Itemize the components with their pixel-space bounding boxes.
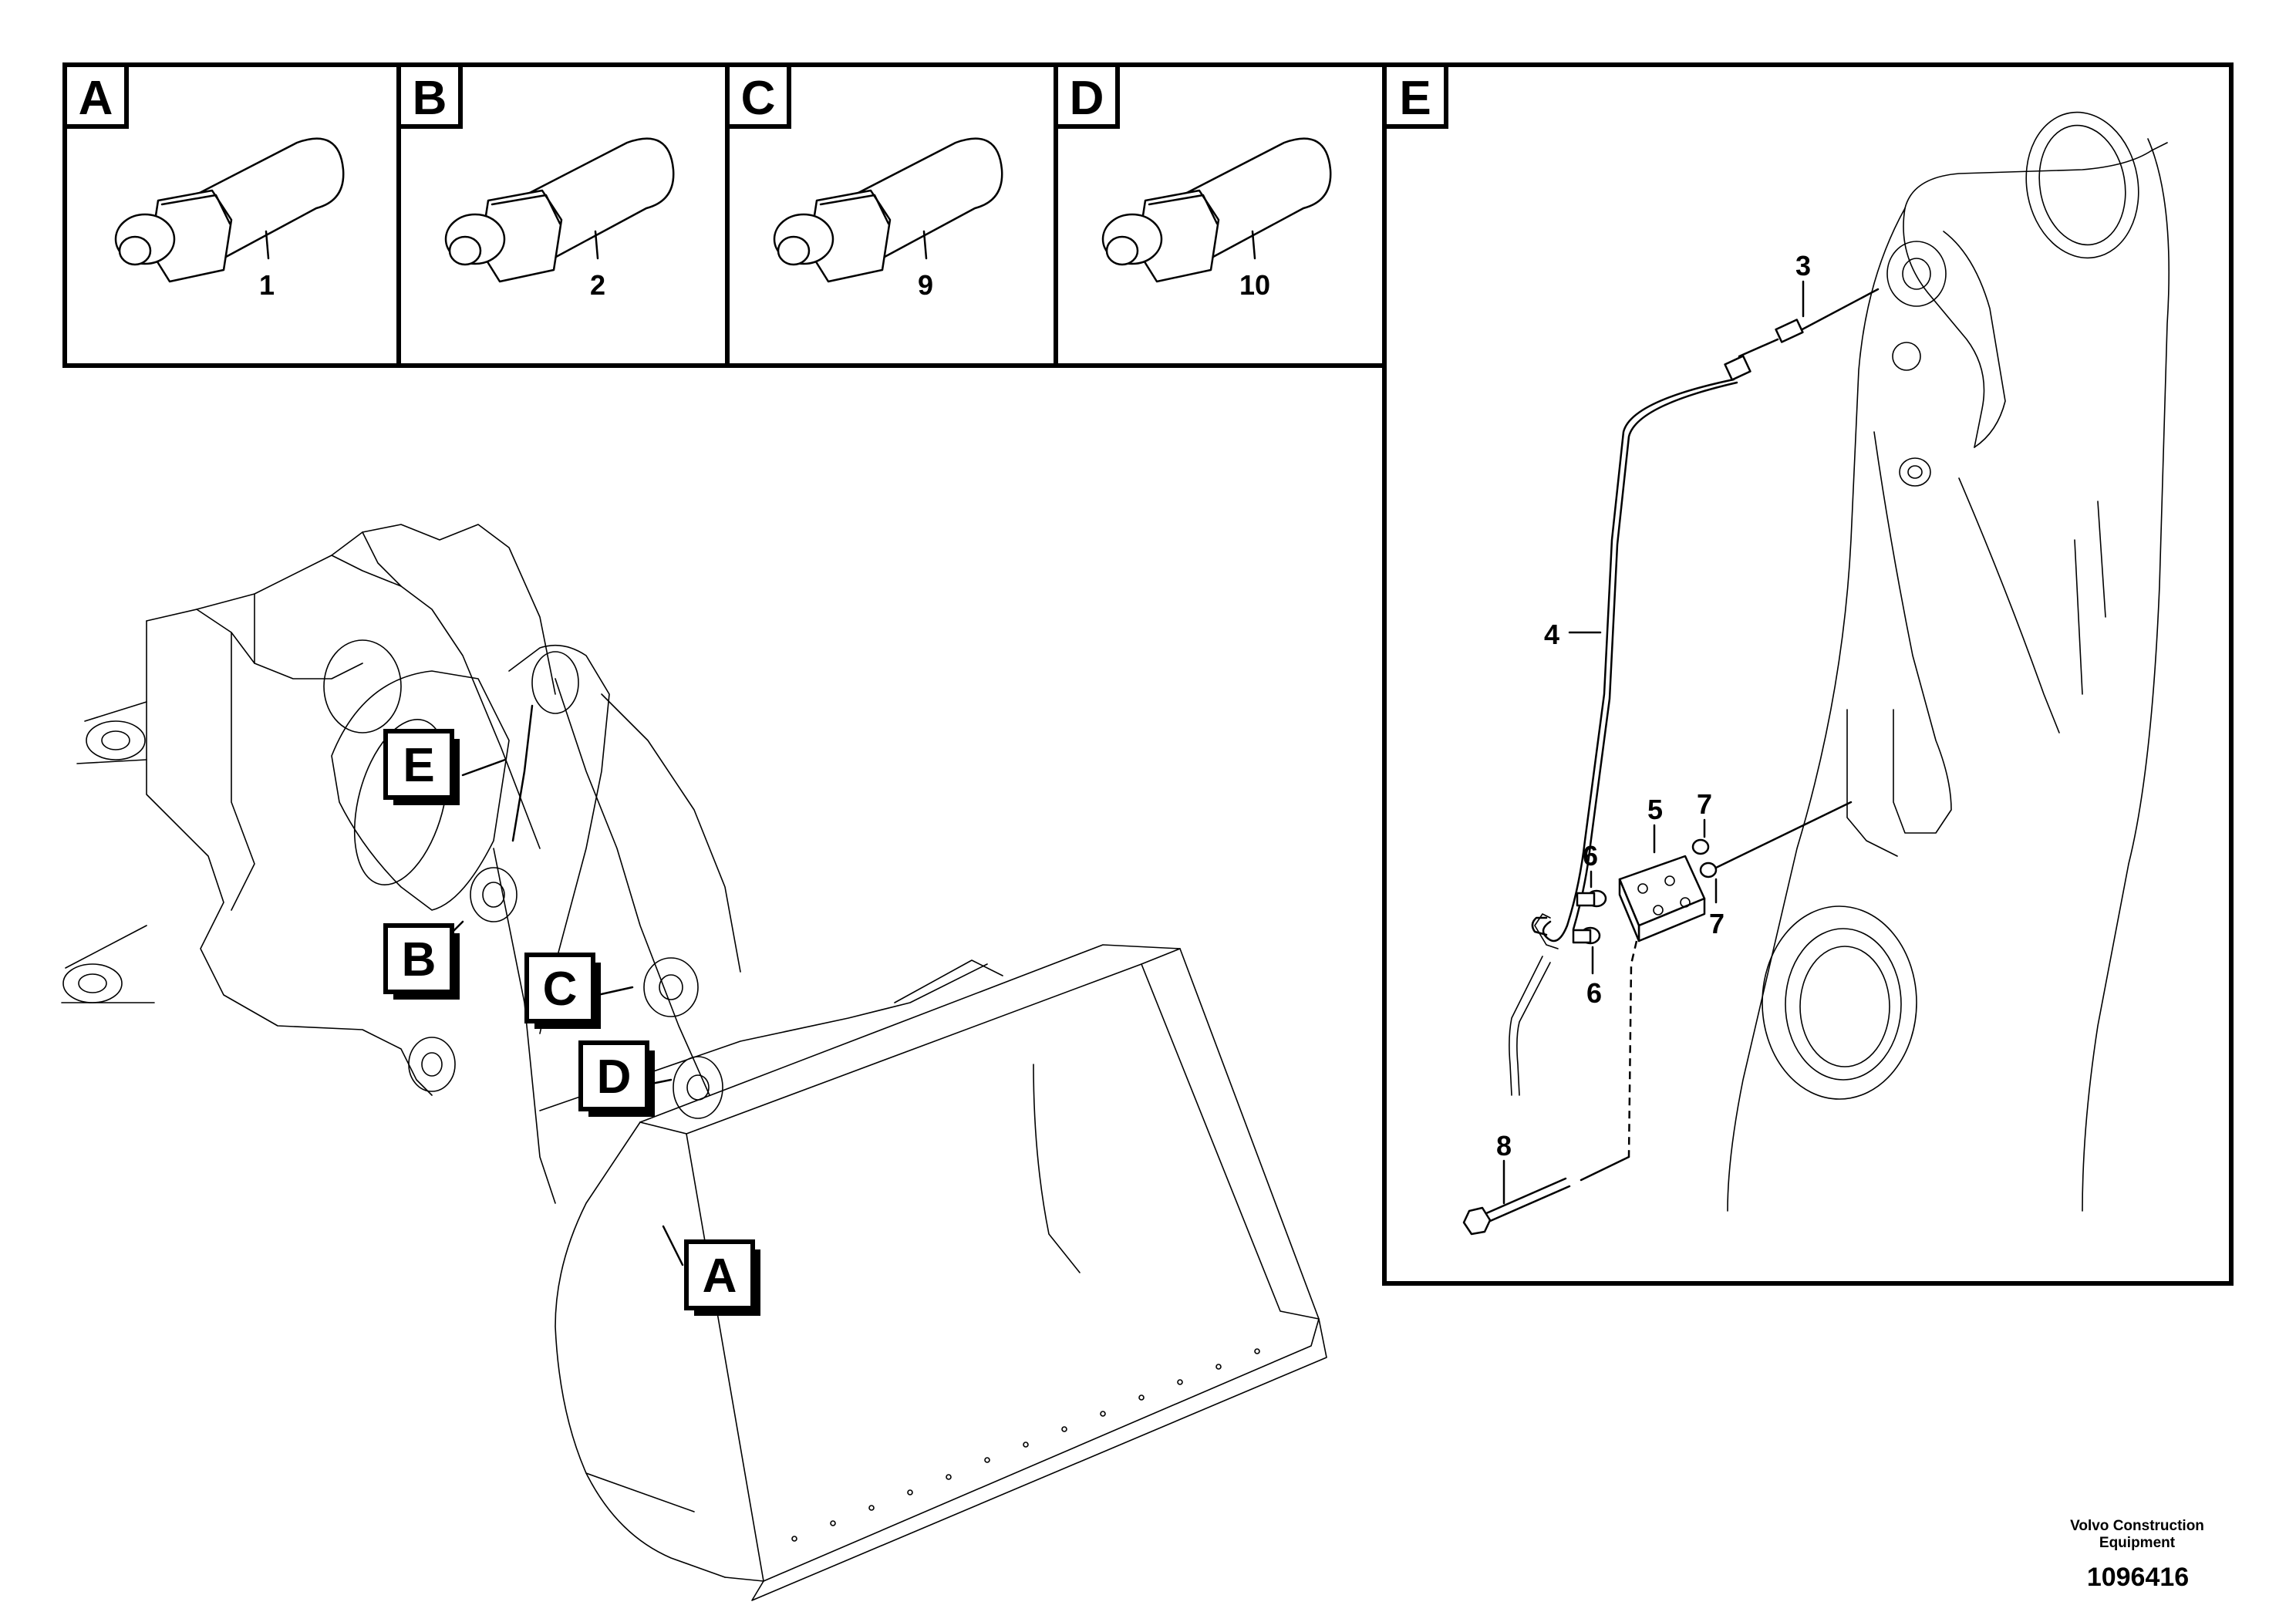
callout-a: A <box>684 1239 760 1316</box>
panel-b-letter: B <box>413 72 447 125</box>
part-number-4: 4 <box>1544 619 1559 650</box>
svg-text:B: B <box>402 933 437 986</box>
brand-label: Volvo Construction Equipment <box>2070 1518 2204 1551</box>
callout-c: C <box>524 953 601 1029</box>
grease-line-assembly <box>1462 288 1880 1236</box>
svg-text:D: D <box>597 1050 632 1104</box>
panel-a: A 1 <box>62 62 401 368</box>
lift-arm-drawing <box>1727 111 2170 1212</box>
callout-b: B <box>383 923 460 1000</box>
cutting-edge-bolts <box>791 1348 1260 1542</box>
callout-e: E <box>383 729 460 805</box>
panel-b: B 2 <box>396 62 730 368</box>
part-number-7b: 7 <box>1709 908 1725 939</box>
part-number-10: 10 <box>1239 269 1270 301</box>
part-number-5: 5 <box>1647 794 1663 825</box>
part-number-6a: 6 <box>1583 840 1598 872</box>
pin-part-9 <box>773 137 1003 283</box>
panel-c-letter: C <box>741 72 776 125</box>
part-number-9: 9 <box>918 269 933 301</box>
panel-e-letter: E <box>1399 72 1431 125</box>
wheel-loader-overview <box>61 524 1327 1601</box>
svg-text:C: C <box>543 963 578 1016</box>
panel-c: C 9 <box>725 62 1058 368</box>
part-number-7a: 7 <box>1697 788 1712 820</box>
part-number-6b: 6 <box>1586 977 1602 1009</box>
svg-text:E: E <box>403 739 434 792</box>
panel-e: E <box>1382 62 2234 1286</box>
part-number-3: 3 <box>1795 250 1811 282</box>
pin-part-2 <box>444 137 675 283</box>
part-number-2: 2 <box>590 269 605 301</box>
part-number-1: 1 <box>259 269 275 301</box>
document-number: 1096416 <box>2086 1563 2190 1592</box>
callout-d: D <box>578 1040 655 1117</box>
panel-d: D 10 <box>1054 62 1387 368</box>
pin-part-10 <box>1101 137 1332 283</box>
pin-part-1 <box>114 137 345 283</box>
panel-a-letter: A <box>79 72 113 125</box>
part-number-8: 8 <box>1496 1130 1512 1162</box>
svg-text:A: A <box>703 1249 737 1303</box>
panel-d-letter: D <box>1070 72 1104 125</box>
